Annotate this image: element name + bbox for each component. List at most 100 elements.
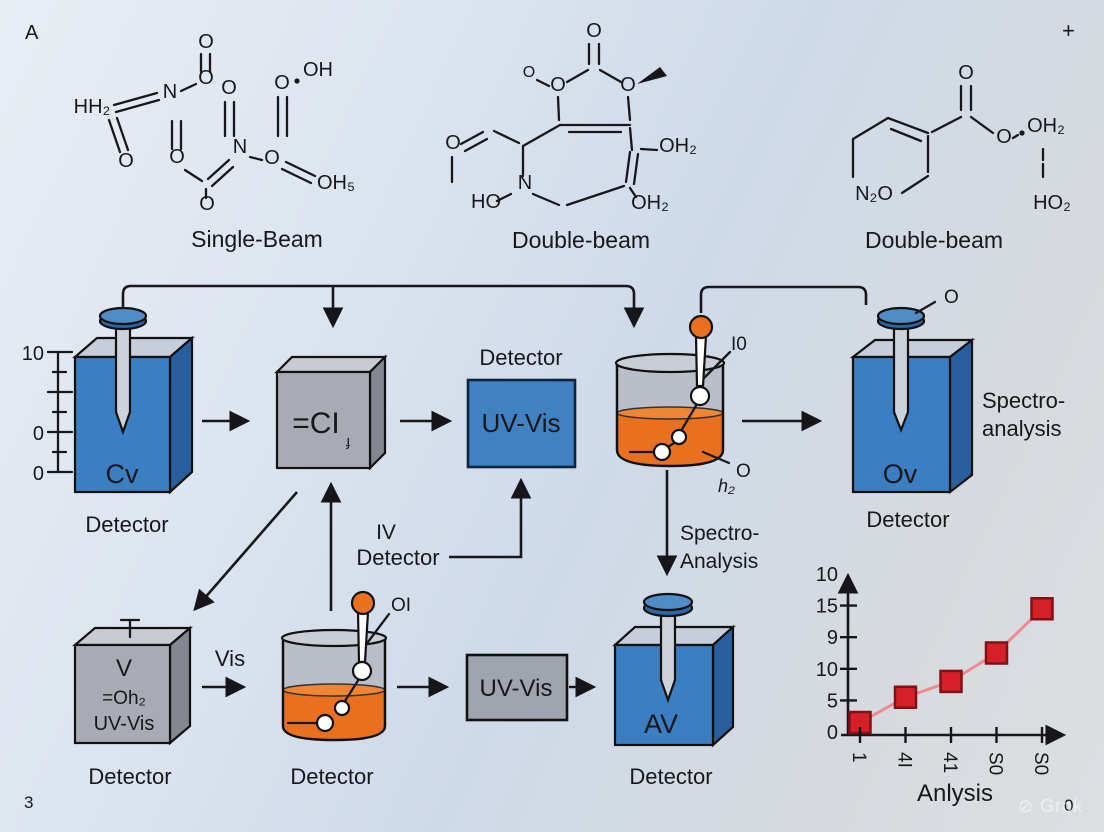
vbox-line3: UV-Vis xyxy=(94,713,155,735)
atom-label: O xyxy=(958,62,974,84)
chart-title: Anlysis xyxy=(917,780,993,807)
atom-label: O xyxy=(996,126,1012,148)
chart-point xyxy=(893,685,918,709)
structure-caption: Double-beam xyxy=(512,227,650,253)
orange-liquid xyxy=(617,413,723,466)
y-tick-label: 9 xyxy=(827,627,838,649)
iv-label: IV xyxy=(376,521,396,544)
ov-top-tag: O xyxy=(944,287,959,308)
cuvette-label: AV xyxy=(644,709,678,739)
elbow-detector-to-uvvis xyxy=(449,477,532,559)
x-tick-label: 41 xyxy=(939,752,960,773)
cuvette-label: Cv xyxy=(106,459,139,489)
corner-number-0: 0 xyxy=(1064,796,1073,815)
panel-label-a: A xyxy=(25,22,39,44)
structure-double-beam-right: O O OH₂ HO₂ N₂O Double-beam xyxy=(851,62,1071,253)
atom-label: O xyxy=(620,74,636,96)
atom-label: O xyxy=(198,31,214,53)
connector-arrows xyxy=(121,284,868,329)
dropper-stem xyxy=(356,610,370,664)
wedge-bond xyxy=(637,67,667,84)
beaker1-tag: I0 xyxy=(731,334,747,355)
pipette xyxy=(659,610,677,704)
ci-subscript: ɟ xyxy=(346,433,351,450)
t-mark xyxy=(119,618,141,639)
atom-label: N xyxy=(163,81,177,103)
pipette xyxy=(114,324,132,436)
corner-plus: + xyxy=(1062,18,1075,43)
atom-label: O xyxy=(550,74,566,96)
uvvis-label: UV-Vis xyxy=(480,675,553,702)
watermark: ⊘ Grok xyxy=(1018,796,1083,816)
atom-labels: O O N HH₂ O O O O OH N O OH₅ O xyxy=(74,31,355,215)
y-tick-label: 15 xyxy=(816,596,838,618)
caption-detector: Detector xyxy=(88,764,171,789)
beaker-1: I0 O h₂ xyxy=(614,314,751,496)
y-tick-label: 0 xyxy=(827,722,838,744)
spectro-side2: analysis xyxy=(982,416,1061,441)
cuvette-ov: O Ov Detector Spectro- analysis xyxy=(849,287,1065,532)
vbox-line2: =Oh₂ xyxy=(102,688,146,709)
vis-label: Vis xyxy=(215,646,245,671)
dropper-bulb xyxy=(688,314,714,340)
atom-label: O xyxy=(264,147,280,169)
atom-label: HH₂ xyxy=(74,96,111,118)
dropper-bulb xyxy=(350,590,376,616)
detector-title: Detector xyxy=(479,345,562,370)
scale-tick-label: 10 xyxy=(22,343,44,365)
uvvis-bottom-box: UV-Vis xyxy=(465,653,569,722)
atom-label: OH₂ xyxy=(1027,115,1065,137)
atom-label: O xyxy=(199,193,215,215)
arrow-ci-to-vbox xyxy=(193,491,298,612)
x-tick-label: 1 xyxy=(848,752,869,763)
chart-point xyxy=(984,641,1009,665)
chart-point xyxy=(939,669,963,694)
v-box: V =Oh₂ UV-Vis Detector xyxy=(72,618,193,789)
atom-label: OH₂ xyxy=(659,135,697,157)
scale-tick-label: 0 xyxy=(33,463,44,485)
atom-label: HO₂ xyxy=(1033,192,1071,214)
atom-label: O xyxy=(118,150,134,172)
beaker2-tag: OI xyxy=(391,595,411,616)
orange-liquid xyxy=(283,690,385,740)
structure-caption: Single-Beam xyxy=(191,226,323,252)
chart-points xyxy=(848,597,1054,735)
iv-detector-callout: IV Detector xyxy=(356,477,532,570)
atom-labels: O O O O OH₂ N HO OH₂ O xyxy=(445,20,697,214)
ci-box: =CI ɟ xyxy=(274,354,388,471)
ci-label: =CI xyxy=(292,407,340,440)
cuvette-label: Ov xyxy=(883,459,918,489)
uvvis-label: UV-Vis xyxy=(482,408,561,438)
spectro-analysis-down: Spectro- Analysis xyxy=(656,470,759,577)
bond-lines xyxy=(450,42,667,207)
bond-lines xyxy=(851,84,1045,195)
bond-lines xyxy=(107,52,317,200)
atom-label: OH₂ xyxy=(631,192,669,214)
chart-line xyxy=(859,607,1044,724)
atom-label: O xyxy=(445,132,461,154)
atom-labels: O O OH₂ HO₂ N₂O xyxy=(855,62,1071,214)
atom-label: O xyxy=(274,72,290,94)
x-tick-label: S0 xyxy=(985,752,1006,775)
caption-detector: Detector xyxy=(866,507,949,532)
atom-label: O xyxy=(523,64,535,81)
beaker1-side-o: O xyxy=(736,461,751,482)
x-tick-label: S0 xyxy=(1030,752,1051,775)
cuvette-cv: Cv Detector xyxy=(72,306,195,537)
structure-double-beam-center: O O O O OH₂ N HO OH₂ O Double-beam xyxy=(445,20,697,253)
elbow-cv-to-beaker1 xyxy=(121,284,645,329)
beaker-2: OI Detector xyxy=(280,590,411,789)
corner-number-3: 3 xyxy=(24,793,33,812)
uvvis-top-box: Detector UV-Vis xyxy=(466,345,577,469)
beaker1-side-h: h₂ xyxy=(718,476,735,496)
atom-label: O xyxy=(169,146,185,168)
cuvette-av: AV Detector xyxy=(612,592,736,789)
pipette xyxy=(892,324,910,434)
measuring-scale: 10 0 0 xyxy=(22,343,74,485)
vbox-line1: V xyxy=(116,655,132,682)
